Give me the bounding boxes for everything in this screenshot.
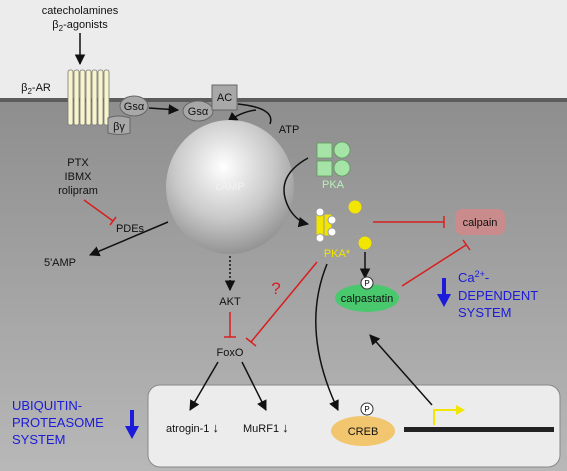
pka-catalytic-subunit-1 [347,199,363,215]
5-amp-label: 5'AMP [44,257,76,269]
pka-label: PKA [322,179,345,191]
creb-phospho [360,402,374,416]
akt-label: AKT [219,296,241,308]
calpastatin [335,284,399,312]
calpastatin-phospho [360,276,374,290]
ups-line3: SYSTEM [12,432,65,447]
plasma-membrane [0,98,567,102]
inhibitor-ptx: PTX [67,157,89,169]
beta-gamma-subunit [107,115,131,135]
atrogin-label: atrogin-1 ↓ [166,420,219,435]
pka-active [315,207,337,243]
stimulus-label: catecholamines [42,5,119,17]
inhibitor-rolipram: rolipram [58,185,98,197]
calpain [455,209,505,235]
calpastatin-label: calpastatin [341,293,394,305]
ac-label: AC [217,92,232,104]
stimulus-agonist-label: β2-agonists [52,19,108,33]
promoter-arrow [433,409,458,425]
pka-inactive [316,141,351,177]
creb-phospho-label: P [364,405,369,414]
question-mark: ? [271,279,280,298]
beta-gamma-label: βγ [113,121,125,133]
gs-alpha-label-1: Gsα [124,101,145,113]
camp-pool [166,120,294,254]
dna-strand [404,427,554,432]
foxo-label: FoxO [217,347,244,359]
calpain-label: calpain [463,217,498,229]
atp-label: ATP [279,124,300,136]
gs-alpha-label-2: Gsα [188,106,209,118]
camp-label: cAMP [215,181,244,193]
pde-label: PDEs [116,223,145,235]
inhibitor-ibmx: IBMX [65,171,93,183]
murf1-label: MuRF1 ↓ [243,420,289,435]
beta2-ar-label: β2-AR [21,82,51,96]
gs-alpha-free [182,100,214,122]
ca-system-line2: DEPENDENT [458,288,538,303]
beta2-adrenergic-receptor [67,69,110,126]
ca-system-line1: Ca2+- [458,269,489,285]
gs-alpha-bound [119,95,149,117]
pka-active-label: PKA* [324,248,351,260]
adenylyl-cyclase [211,84,238,111]
ca-system-line3: SYSTEM [458,305,511,320]
calpastatin-phospho-label: P [364,279,369,288]
creb [331,416,395,446]
ups-line1: UBIQUITIN- [12,398,82,413]
pka-catalytic-subunit-2 [357,235,373,251]
creb-label: CREB [348,426,379,438]
ups-line2: PROTEASOME [12,415,104,430]
